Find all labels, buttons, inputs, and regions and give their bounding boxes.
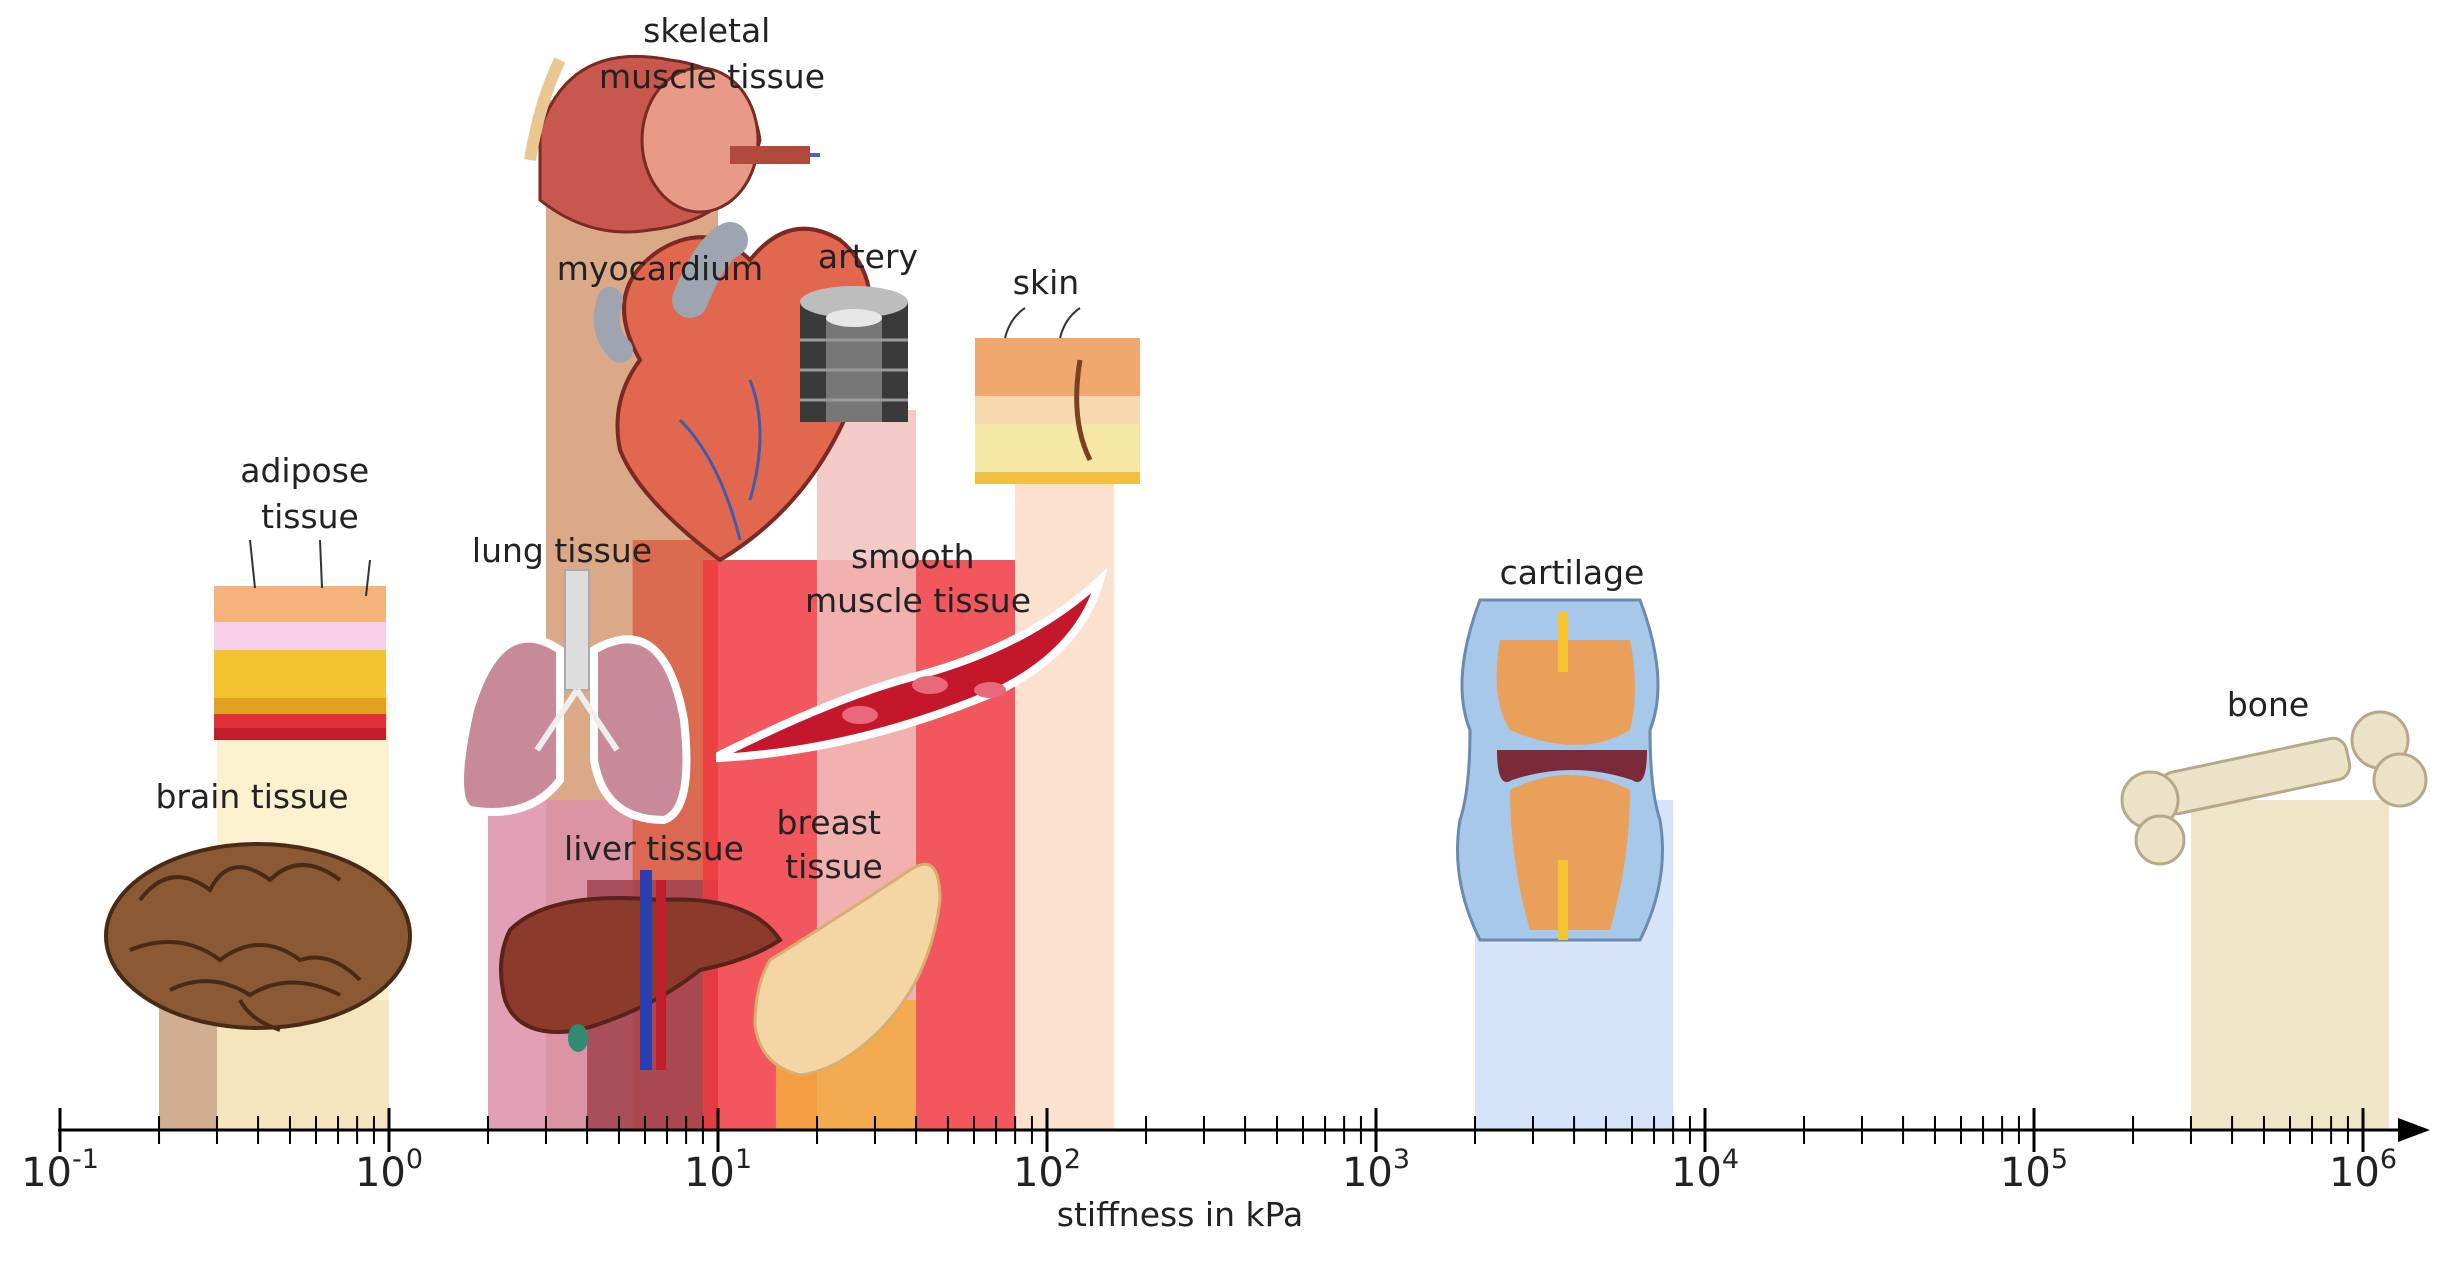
label-lung: lung tissue — [472, 531, 652, 570]
label-brain: brain tissue — [155, 777, 348, 816]
label-cartilage-line: cartilage — [1500, 553, 1645, 592]
tick-label-base: 10 — [684, 1150, 735, 1196]
tick-label-exponent: 3 — [1393, 1144, 1410, 1175]
range-bars — [159, 100, 2390, 1130]
label-liver: liver tissue — [564, 829, 744, 868]
tick-label: 103 — [1342, 1144, 1410, 1196]
adipose-icon — [214, 539, 386, 740]
breast-icon — [753, 862, 942, 1077]
tick-label: 105 — [2000, 1144, 2068, 1196]
label-breast-line-1: breast — [777, 803, 882, 842]
label-smooth-line-1: smooth — [851, 537, 975, 576]
range-bar-skin — [1015, 440, 1115, 1130]
label-bone-line: bone — [2227, 685, 2309, 724]
tick-label-exponent: 4 — [1722, 1144, 1739, 1175]
tick-label: 102 — [1013, 1144, 1081, 1196]
label-adipose-line-1: adipose — [240, 451, 369, 490]
tick-label-base: 10 — [355, 1150, 406, 1196]
tick-label-exponent: 1 — [735, 1144, 752, 1175]
label-skin-line: skin — [1013, 263, 1079, 302]
tick-label-base: 10 — [1342, 1150, 1393, 1196]
label-bone: bone — [2227, 685, 2309, 724]
range-bar-bone — [2191, 800, 2390, 1130]
label-cartilage: cartilage — [1500, 553, 1645, 592]
tick-label-exponent: -1 — [72, 1144, 99, 1175]
label-breast-line-2: tissue — [785, 847, 883, 886]
label-brain-line: brain tissue — [155, 777, 348, 816]
label-myocardium-line: myocardium — [557, 249, 763, 288]
axis-ticks — [58, 1108, 2365, 1152]
label-artery: artery — [818, 237, 918, 276]
label-skeletal-line-1: skeletal — [643, 11, 770, 50]
label-myocardium: myocardium — [557, 249, 763, 288]
label-smooth: smooth muscle tissue — [805, 537, 1031, 620]
tick-label-base: 10 — [2000, 1150, 2051, 1196]
bone-icon — [2120, 710, 2428, 866]
tick-label-exponent: 5 — [2051, 1144, 2068, 1175]
liver-icon — [499, 870, 783, 1070]
tick-label-exponent: 6 — [2380, 1144, 2397, 1175]
label-artery-line: artery — [818, 237, 918, 276]
label-adipose-line-2: tissue — [261, 497, 359, 536]
smooth-muscle-icon — [716, 567, 1108, 763]
artery-icon — [800, 286, 908, 422]
label-skeletal: skeletal muscle tissue — [599, 11, 825, 96]
tick-label-exponent: 0 — [406, 1144, 423, 1175]
tick-label-base: 10 — [1013, 1150, 1064, 1196]
skin-icon — [975, 307, 1140, 484]
skeletal-muscle-icon — [524, 54, 820, 234]
label-breast: breast tissue — [777, 803, 892, 886]
tissue-labels: brain tissue adipose tissue lung tissue … — [155, 11, 2309, 886]
lung-icon — [456, 569, 691, 825]
tick-label-base: 10 — [2329, 1150, 2380, 1196]
label-skin: skin — [1013, 263, 1079, 302]
label-liver-line: liver tissue — [564, 829, 744, 868]
brain-icon — [104, 842, 412, 1032]
tick-label: 100 — [355, 1144, 423, 1196]
label-lung-line: lung tissue — [472, 531, 652, 570]
cartilage-joint-icon — [1456, 598, 1664, 942]
tick-label: 101 — [684, 1144, 752, 1196]
x-axis-title: stiffness in kPa — [1057, 1195, 1303, 1234]
tick-label-base: 10 — [1671, 1150, 1722, 1196]
tick-label-base: 10 — [21, 1150, 72, 1196]
tick-label-exponent: 2 — [1064, 1144, 1081, 1175]
tick-label: 10-1 — [21, 1144, 99, 1196]
label-smooth-line-2: muscle tissue — [805, 581, 1031, 620]
label-skeletal-line-2: muscle tissue — [599, 57, 825, 96]
tick-label: 106 — [2329, 1144, 2397, 1196]
axis-arrow — [2398, 1118, 2430, 1142]
label-adipose: adipose tissue — [240, 451, 379, 536]
tick-label: 104 — [1671, 1144, 1739, 1196]
